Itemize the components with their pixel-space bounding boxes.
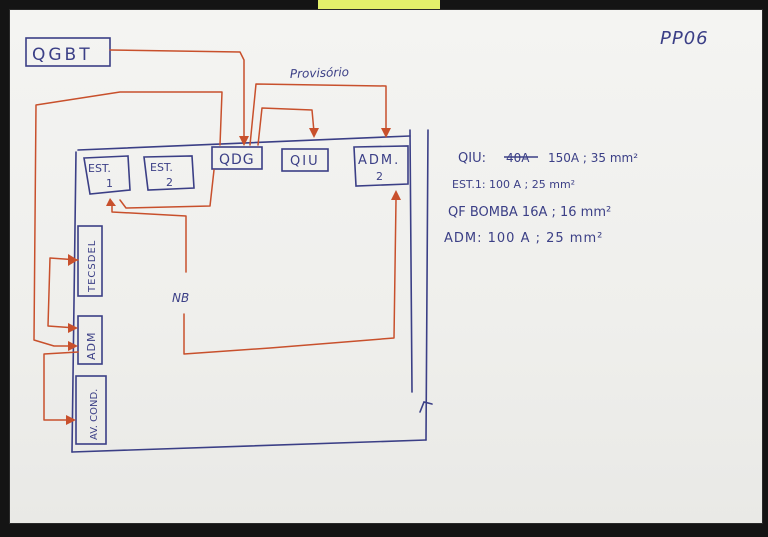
cable-nb-adm2 bbox=[183, 199, 397, 355]
cable-qdg-left-loop bbox=[33, 91, 223, 347]
avcond-label: AV. COND. bbox=[89, 389, 100, 440]
arrowhead-adm2-top bbox=[381, 128, 391, 138]
cable-est1-nb bbox=[111, 203, 187, 273]
box-adm2 bbox=[353, 145, 409, 187]
est1-line2: 1 bbox=[106, 177, 113, 190]
cable-qdg-qiu bbox=[257, 107, 315, 146]
small-hook bbox=[419, 401, 433, 413]
sheet-code: PP06 bbox=[660, 28, 709, 49]
cable-tecsdel-loop bbox=[47, 257, 79, 329]
arrowhead-qiu bbox=[309, 128, 319, 138]
note-adm: ADM: 100 A ; 25 mm² bbox=[444, 231, 603, 246]
box-est1 bbox=[83, 155, 131, 195]
building-right-wall-outer bbox=[425, 129, 429, 441]
box-tecsdel bbox=[77, 225, 103, 297]
adm2-line1: ADM. bbox=[358, 153, 400, 168]
provisional-label: Provisório bbox=[290, 65, 350, 81]
qdg-label: QDG bbox=[219, 152, 255, 168]
box-qgbt bbox=[25, 37, 111, 67]
est2-line1: EST. bbox=[150, 161, 173, 174]
adm-label: ADM bbox=[85, 332, 98, 361]
cable-est1-qdg bbox=[119, 169, 215, 209]
cable-provisional bbox=[249, 83, 387, 146]
box-adm bbox=[77, 315, 103, 365]
adm2-line2: 2 bbox=[376, 170, 383, 183]
box-est2 bbox=[143, 155, 195, 191]
arrowhead-qdg bbox=[239, 136, 249, 146]
cable-adm-avcond bbox=[43, 351, 79, 421]
box-qiu bbox=[281, 148, 329, 172]
est1-line1: EST. bbox=[88, 162, 111, 175]
building-left-wall bbox=[71, 151, 77, 453]
box-avcond bbox=[75, 375, 107, 445]
note-qiu-struck: 40A bbox=[506, 151, 530, 165]
building-bottom-wall bbox=[71, 439, 427, 453]
tecsdel-label: TECSDEL bbox=[87, 240, 98, 293]
note-qiu-rest: 150A ; 35 mm² bbox=[548, 151, 638, 165]
arrowhead-est1 bbox=[106, 198, 116, 206]
arrowhead-tecsdel bbox=[68, 254, 78, 266]
cable-qgbt-qdg bbox=[109, 49, 245, 145]
note-est1: EST.1: 100 A ; 25 mm² bbox=[452, 178, 575, 191]
nb-label: NB bbox=[172, 291, 189, 305]
building-right-wall bbox=[409, 129, 413, 393]
qiu-label: QIU bbox=[290, 154, 320, 169]
qgbt-label: QGBT bbox=[32, 45, 93, 65]
arrowhead-adm bbox=[68, 341, 78, 351]
box-qdg bbox=[211, 146, 263, 170]
arrowhead-avcond bbox=[66, 415, 76, 425]
arrowhead-adm-2 bbox=[68, 323, 78, 333]
est2-line2: 2 bbox=[166, 176, 173, 189]
note-qiu-prefix: QIU: bbox=[458, 151, 486, 166]
arrowhead-adm2-bottom bbox=[391, 190, 401, 200]
building-top-wall bbox=[77, 135, 411, 151]
note-qf-bomba: QF BOMBA 16A ; 16 mm² bbox=[448, 205, 611, 220]
